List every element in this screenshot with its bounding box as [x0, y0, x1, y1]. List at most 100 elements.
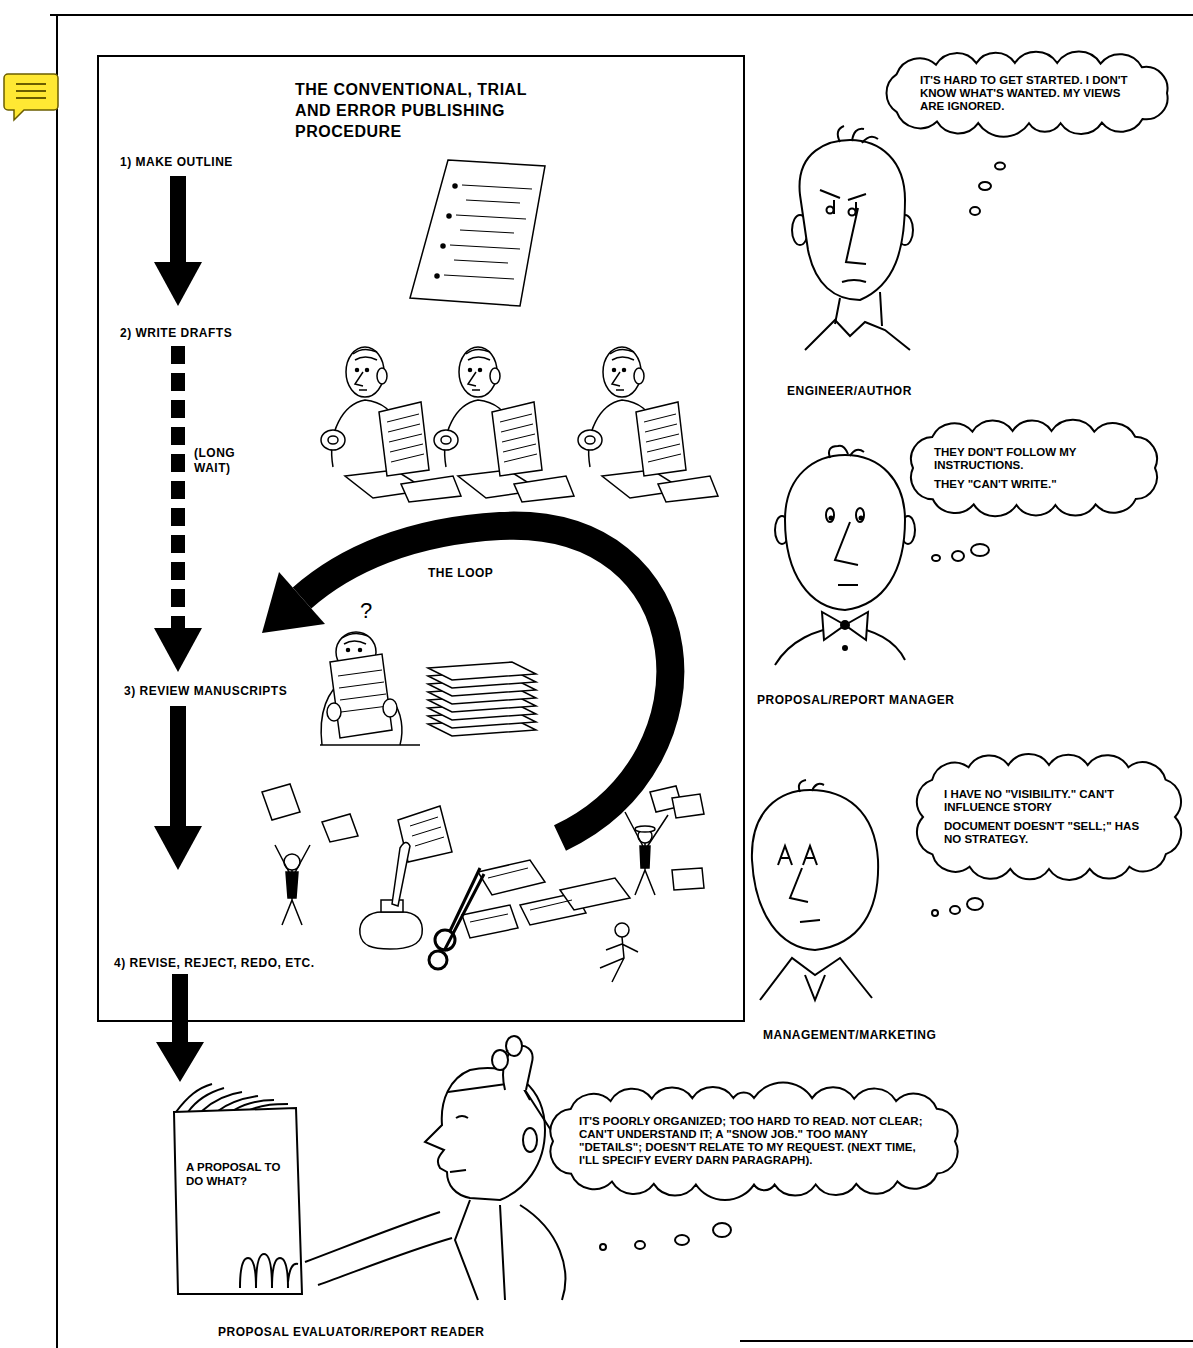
panicking-people	[275, 845, 310, 925]
step-label: 1) MAKE OUTLINE	[120, 155, 233, 170]
management-face	[803, 846, 817, 865]
ink-pot	[360, 912, 422, 949]
loop-arrow	[262, 572, 325, 633]
reviewer-figure	[383, 699, 397, 717]
manager-face	[856, 508, 864, 522]
bubble-trail	[675, 1235, 689, 1245]
bubble-trail	[950, 906, 960, 914]
thought-bubble: IT'S POORLY ORGANIZED; TOO HARD TO READ.…	[540, 1085, 968, 1198]
thought-text: IT'S POORLY ORGANIZED; TOO HARD TO READ.…	[579, 1115, 929, 1167]
reviewer-figure	[338, 670, 388, 712]
page-rule	[740, 1340, 1193, 1342]
evaluator-figure	[450, 1170, 466, 1172]
manager-face	[860, 517, 863, 520]
procedure-frame: THE CONVENTIONAL, TRIAL AND ERROR PUBLIS…	[97, 55, 745, 1022]
management-face	[752, 790, 878, 950]
flying-papers	[262, 784, 704, 938]
bubble-trail	[713, 1223, 731, 1237]
outline-sheet	[453, 184, 457, 188]
flow-arrow	[172, 974, 188, 1024]
flying-papers	[262, 784, 300, 820]
engineer-face	[820, 190, 866, 200]
flow-arrow	[154, 826, 202, 870]
manager-face	[841, 621, 849, 629]
frame-title: THE CONVENTIONAL, TRIAL AND ERROR PUBLIS…	[295, 79, 545, 142]
book-drawing	[168, 1082, 308, 1297]
flow-arrow	[170, 176, 186, 266]
management-face	[752, 780, 878, 1000]
reviewer-figure	[347, 649, 350, 652]
manager-face	[835, 522, 858, 565]
engineer-face	[792, 126, 913, 350]
proposal-book: A PROPOSAL TO DO WHAT?	[168, 1082, 308, 1297]
management-face	[805, 975, 825, 1000]
page-rule	[50, 14, 1193, 16]
ink-pot	[360, 842, 422, 949]
book-hand	[240, 1254, 298, 1288]
evaluator-figure	[523, 1128, 537, 1152]
bubble-trail	[932, 910, 938, 916]
bubble-trail	[635, 1241, 645, 1249]
bubble-trail	[967, 898, 983, 910]
reviewer-figure	[342, 633, 368, 644]
engineer-face	[846, 208, 866, 264]
management-face	[799, 780, 824, 792]
flow-arrow	[154, 628, 202, 672]
manager-face	[843, 646, 847, 650]
bubble-outline	[550, 1082, 957, 1200]
step-label: 3) REVIEW MANUSCRIPTS	[124, 684, 287, 699]
management-face	[760, 958, 872, 1000]
bubble-trail	[932, 555, 940, 561]
bubble-trail	[995, 163, 1005, 170]
panicking-people	[635, 826, 655, 832]
bubble-trail	[952, 551, 964, 561]
panicking-people	[275, 812, 668, 982]
comment-icon	[16, 84, 46, 98]
book-pages	[176, 1084, 288, 1112]
panicking-people	[640, 846, 650, 868]
thought-bubble: THEY DON'T FOLLOW MY INSTRUCTIONS.THEY "…	[900, 418, 1168, 518]
book-drawing	[174, 1084, 302, 1294]
evaluator-figure	[305, 1036, 565, 1300]
loop-label: THE LOOP	[428, 566, 493, 581]
role-caption: PROPOSAL EVALUATOR/REPORT READER	[218, 1325, 484, 1340]
flying-papers	[410, 817, 572, 922]
ink-pot	[392, 842, 410, 906]
management-face	[778, 846, 792, 865]
manager-face	[838, 584, 858, 586]
loop-arrow	[262, 526, 670, 838]
text-group: A PROPOSAL TO DO WHAT?	[186, 1160, 281, 1188]
flow-arrow	[170, 706, 186, 831]
role-caption: ENGINEER/AUTHOR	[787, 384, 912, 399]
evaluator-figure	[520, 1205, 565, 1300]
evaluator-figure	[492, 1050, 508, 1070]
writer-figures	[321, 347, 718, 502]
text-group: THEY DON'T FOLLOW MY INSTRUCTIONS.THEY "…	[934, 446, 1134, 491]
manager-face	[775, 625, 905, 665]
question-mark: ?	[360, 598, 373, 624]
flying-papers	[560, 878, 630, 910]
engineer-face	[827, 207, 834, 214]
comment-icon	[4, 74, 58, 120]
evaluator-figure	[506, 1036, 522, 1056]
flow-arrow	[154, 262, 202, 306]
reviewer-figure	[327, 703, 341, 721]
reviewer-figure	[330, 654, 392, 738]
bubble-outline	[910, 752, 1188, 882]
flow-arrow	[171, 346, 185, 630]
management-face	[790, 868, 808, 902]
bubble-trail	[979, 182, 991, 190]
book-cover	[174, 1108, 302, 1294]
panicking-people	[625, 812, 668, 895]
flow-arrow	[154, 176, 202, 1024]
step-label: 4) REVISE, REJECT, REDO, ETC.	[114, 956, 315, 971]
role-caption: MANAGEMENT/MARKETING	[763, 1028, 936, 1043]
evaluator-figure	[305, 1212, 440, 1262]
text-group: IT'S POORLY ORGANIZED; TOO HARD TO READ.…	[579, 1115, 929, 1167]
bubble-trail	[971, 544, 989, 556]
panicking-people	[615, 923, 629, 937]
thought-bubble: IT'S HARD TO GET STARTED. I DON'T KNOW W…	[878, 50, 1180, 136]
reviewer-figure	[320, 632, 420, 745]
manuscript-stack	[428, 662, 536, 736]
